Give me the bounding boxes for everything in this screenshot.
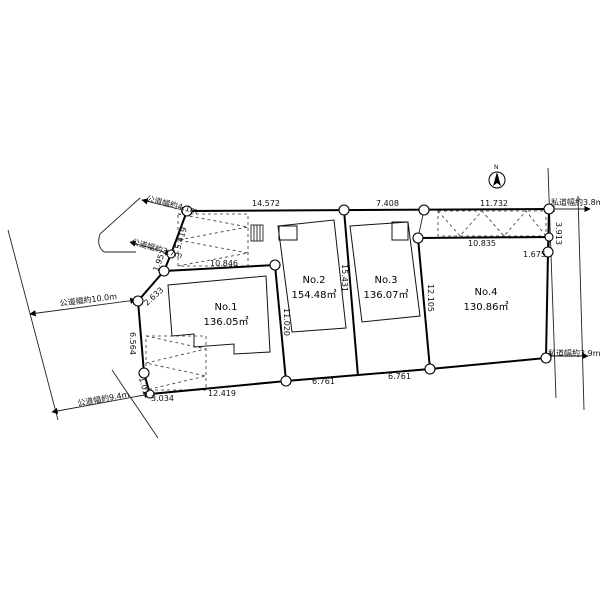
lot-4-area: 130.86㎡ [464,301,509,313]
road-line-10-0 [29,297,137,317]
road-edge-lower-left [111,369,159,439]
boundary-markers [132,203,555,399]
parking-lower [145,335,207,391]
dim-div-3: 15.431 [340,264,349,292]
marker [158,265,170,277]
road-edge-right-outer [577,195,585,411]
dim-div-2: 11.020 [282,308,291,336]
parking-lot-4 [437,210,547,237]
dim-left-s4: 3.034 [151,394,174,403]
marker [338,204,350,216]
lot-3-number: No.3 [375,275,398,286]
road-width-lines [29,198,591,415]
road-label-9-4: 公道幅約9.4m [77,389,131,408]
house-3-porch [391,221,409,241]
dim-top-2: 7.408 [376,199,399,208]
marker [138,367,150,379]
marker [418,204,430,216]
house-2-porch [278,225,298,241]
marker [424,363,436,375]
dim-top-1: 14.572 [252,199,280,208]
road-label-10-0: 公道幅約10.0m [59,291,118,308]
dim-div-4: 12.105 [426,284,435,312]
marker [544,232,554,242]
dim-lot1-top: 10.846 [210,259,238,268]
house-2 [277,219,347,333]
marker [542,246,554,258]
dim-left-s3: 1.01 [137,376,150,396]
lot-1-area: 136.05㎡ [204,316,249,328]
north-compass: N [488,164,506,189]
marker [540,352,552,364]
lot-2-number: No.2 [303,275,326,286]
road-label-3-9: 私道幅約3.9m [548,348,600,358]
compass-label: N [494,164,499,171]
building-footprints [167,219,421,355]
parking-spaces [145,210,547,391]
marker [543,203,555,215]
dim-right-b: 1.675 [523,250,546,259]
marker [269,259,281,271]
marker [280,375,292,387]
road-edge-upper-left [98,197,141,253]
north-arrow-icon [493,172,501,186]
dim-inner-4: 10.835 [468,239,496,248]
road-label-4-1: 公道幅約4.1m [146,193,200,215]
house-3 [349,221,421,323]
dim-top-3: 11.732 [480,199,508,208]
lot-4-number: No.4 [475,287,498,298]
road-line-9-4 [51,391,151,415]
road-label-3-8: 私道幅約3.8m [551,197,600,207]
lot-2-3-boundary [343,209,359,377]
road-edge-left-outer [7,229,59,421]
dim-bottom-2: 6.761 [312,377,335,386]
road-line-4-1 [141,198,188,213]
parking-upper [177,213,249,267]
marker [145,389,155,399]
dim-bottom-1: 12.419 [208,389,236,398]
road-line-3-7 [129,240,172,256]
marker [132,295,144,307]
marker [412,232,424,244]
lot-labels: No.1 136.05㎡ No.2 154.48㎡ No.3 136.07㎡ N… [204,275,509,328]
dimension-labels: 14.572 7.408 11.732 10.835 10.846 12.419… [128,199,563,403]
lot-2-area: 154.48㎡ [292,289,337,301]
house-1 [167,275,271,355]
lot-3-4-boundary [417,237,431,370]
dim-left-main: 6.564 [128,332,137,355]
dim-bottom-3: 6.761 [388,372,411,381]
marker [181,205,193,217]
lot-3-area: 136.07㎡ [364,289,409,301]
lot-1-number: No.1 [215,302,238,313]
dim-left-s1: 2.633 [142,285,165,307]
marker [166,249,176,259]
dim-right-a: 3.913 [554,222,563,245]
